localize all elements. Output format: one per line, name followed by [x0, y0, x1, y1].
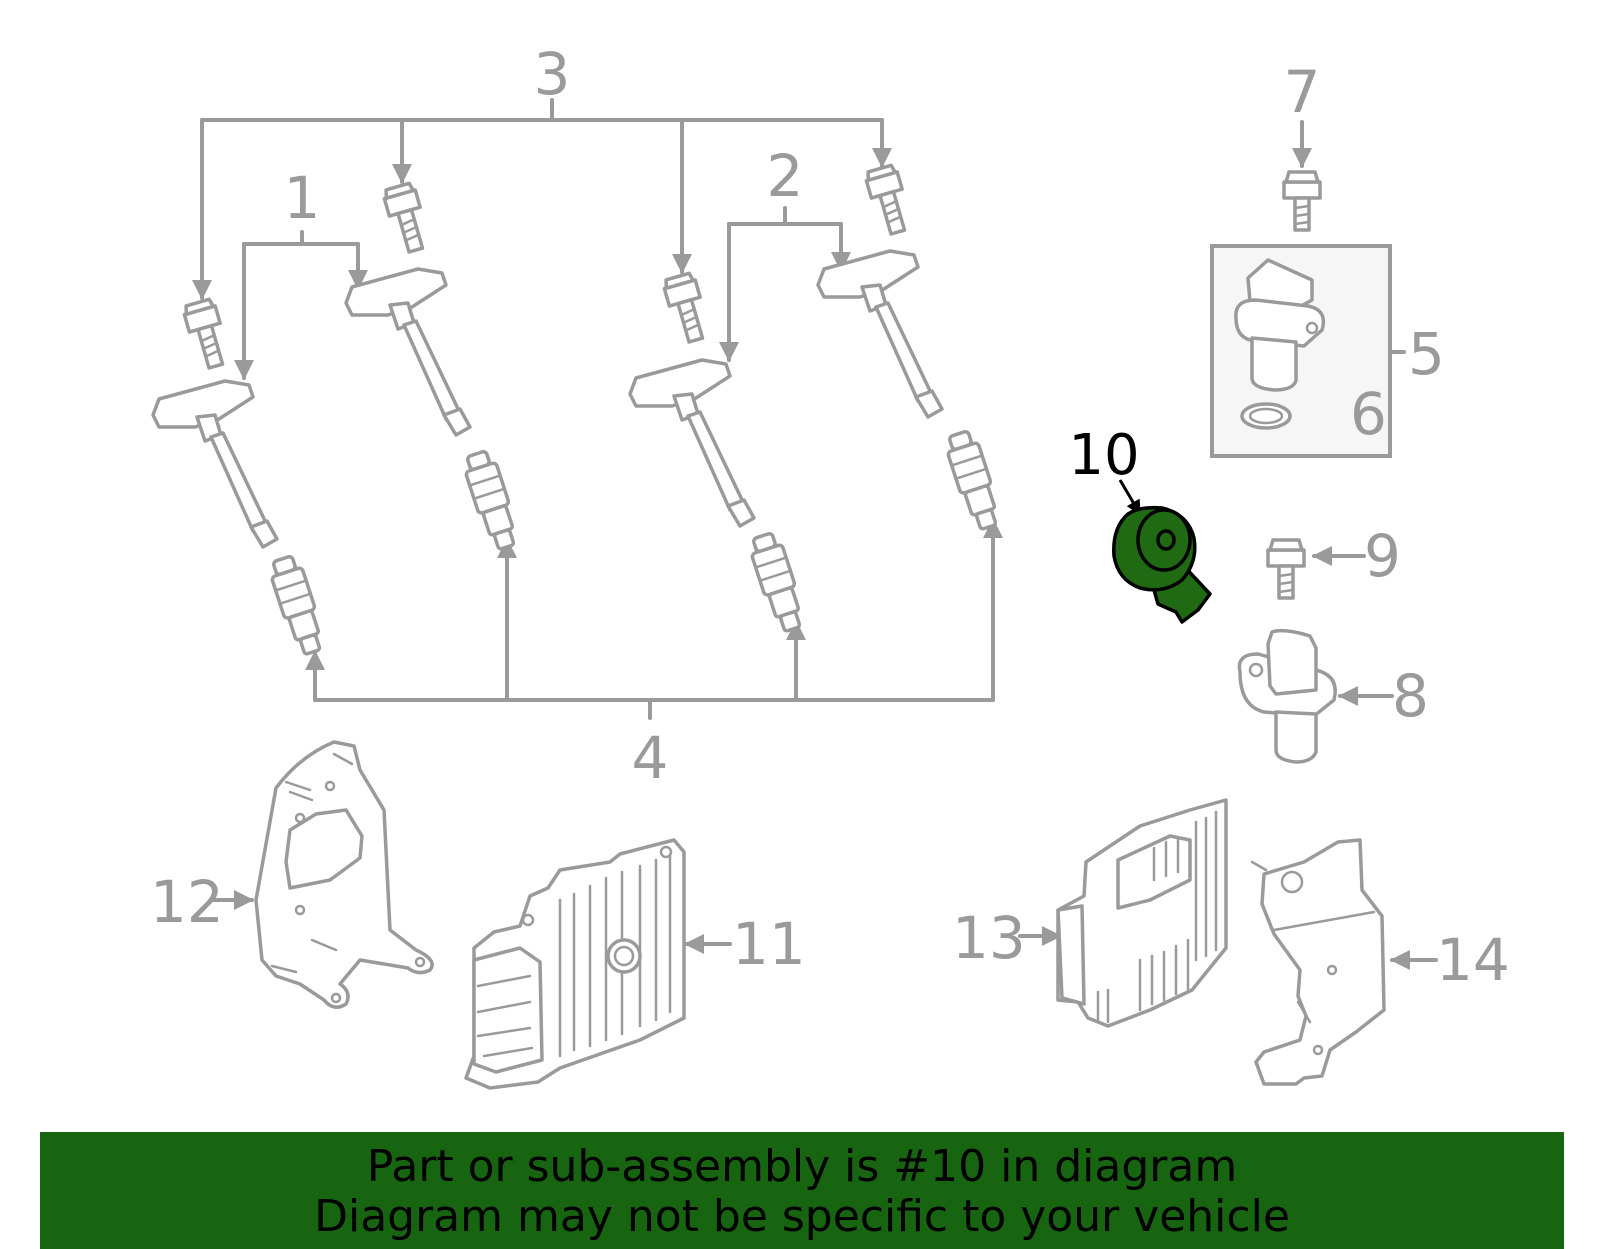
leader-lines: [192, 98, 1438, 970]
callout-10: 10: [1068, 423, 1139, 488]
control-unit-bracket: [1250, 838, 1386, 1086]
knock-sensor-bolt: [1266, 538, 1306, 600]
ignition-coil: [344, 267, 472, 437]
coil-bolt: [182, 297, 225, 370]
crankshaft-sensor: [1237, 628, 1337, 764]
callout-5: 5: [1408, 320, 1445, 388]
fuel-injector: [464, 450, 516, 551]
callout-3: 3: [534, 40, 571, 108]
callout-1: 1: [284, 164, 321, 232]
callout-9: 9: [1364, 522, 1401, 590]
ecm-bracket: [254, 740, 434, 1009]
fuel-injector: [946, 430, 998, 531]
fuel-injector: [750, 532, 802, 633]
fuel-injector: [270, 555, 322, 656]
callout-14: 14: [1436, 926, 1510, 994]
engine-control-module: [464, 838, 686, 1090]
camshaft-sensor: [1234, 258, 1326, 392]
coil-bolt: [662, 271, 705, 344]
coil-bolt: [382, 181, 425, 254]
ignition-coil: [816, 249, 944, 419]
callout-8: 8: [1392, 662, 1429, 730]
ignition-coil: [151, 379, 279, 549]
banner-line-2: Diagram may not be specific to your vehi…: [314, 1191, 1290, 1242]
sensor-bolt: [1282, 170, 1322, 232]
callout-labels: 1 2 3 4 5 6 7 8 9 10 11 12 13 14: [150, 40, 1510, 994]
knock-sensor: [1112, 505, 1212, 624]
callout-6: 6: [1350, 380, 1387, 448]
callout-11: 11: [732, 910, 806, 978]
coil-bolt: [864, 163, 907, 236]
banner-line-1: Part or sub-assembly is #10 in diagram: [366, 1141, 1238, 1192]
callout-13: 13: [952, 904, 1026, 972]
callout-4: 4: [632, 724, 669, 792]
callout-7: 7: [1284, 58, 1321, 126]
ignition-coil: [628, 358, 756, 528]
info-banner: Part or sub-assembly is #10 in diagram D…: [40, 1132, 1564, 1249]
control-unit: [1056, 798, 1228, 1028]
callout-12: 12: [150, 868, 224, 936]
callout-2: 2: [767, 142, 804, 210]
